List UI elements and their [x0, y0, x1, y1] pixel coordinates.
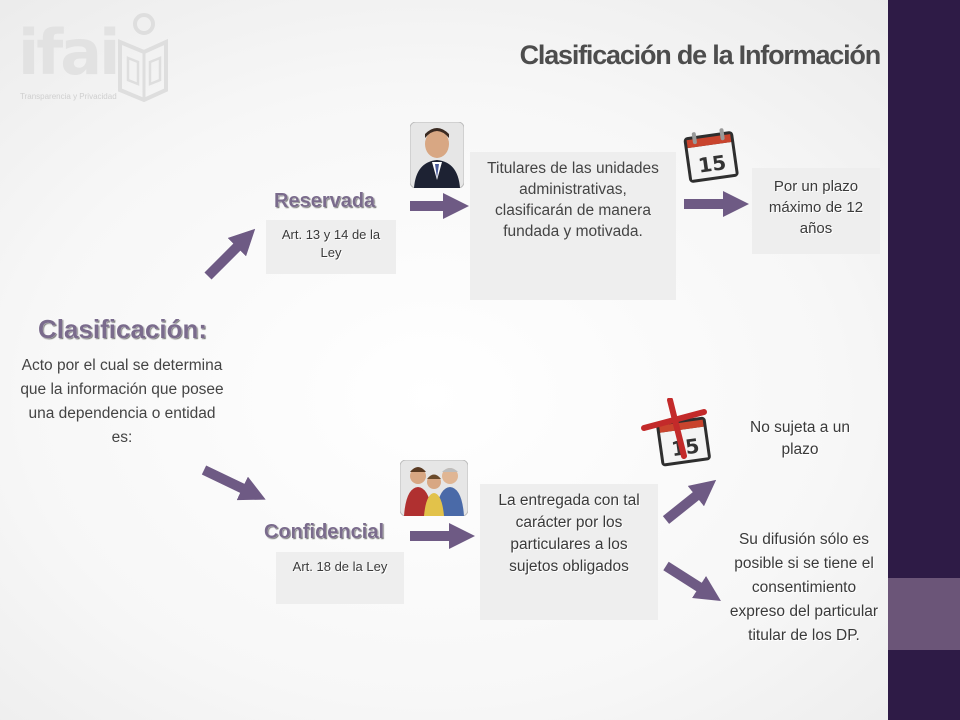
reservada-article: Art. 13 y 14 de la Ley [281, 227, 381, 260]
titulares-box: Titulares de las unidades administrativa… [470, 152, 676, 300]
calendar-icon: 15 [683, 128, 739, 183]
clasificacion-heading: Clasificación: [38, 314, 208, 344]
entregada-box: La entregada con tal carácter por los pa… [480, 484, 658, 620]
calendar-number: 15 [697, 150, 728, 178]
arrow-to-no-plazo [662, 479, 717, 524]
logo-figure-icon [118, 13, 168, 103]
group-icon [400, 460, 468, 516]
titulares-text: Titulares de las unidades administrativa… [487, 160, 659, 240]
page-title: Clasificación de la Información [519, 40, 882, 70]
no-plazo-text: No sujeta a un plazo [750, 419, 850, 458]
sidebar-block [888, 578, 960, 650]
arrow-to-difusion [663, 561, 721, 601]
plazo-text: Por un plazo máximo de 12 años [768, 178, 864, 237]
confidencial-article-box: Art. 18 de la Ley [276, 552, 404, 604]
confidencial-article: Art. 18 de la Ley [292, 559, 388, 574]
reservada-label: Reservada [274, 190, 376, 212]
confidencial-label: Confidencial [264, 521, 385, 543]
difusion-text: Su difusión sólo es posible si se tiene … [729, 531, 879, 644]
crossed-calendar-icon: 15 [641, 398, 711, 467]
ifai-logo: ifai Transparencia y Privacidad [14, 12, 174, 108]
reservada-article-box: Art. 13 y 14 de la Ley [266, 220, 396, 274]
plazo-box: Por un plazo máximo de 12 años [752, 168, 880, 254]
logo-subtitle: Transparencia y Privacidad [20, 92, 117, 101]
businessman-icon [410, 122, 464, 188]
flow-arrows [201, 191, 749, 601]
entregada-text: La entregada con tal carácter por los pa… [498, 492, 640, 575]
logo-text: ifai [18, 16, 120, 89]
clasificacion-description: Acto por el cual se determina que la inf… [20, 357, 224, 446]
arrow-to-reservada [204, 228, 256, 280]
arrow-to-confidencial [201, 465, 266, 501]
